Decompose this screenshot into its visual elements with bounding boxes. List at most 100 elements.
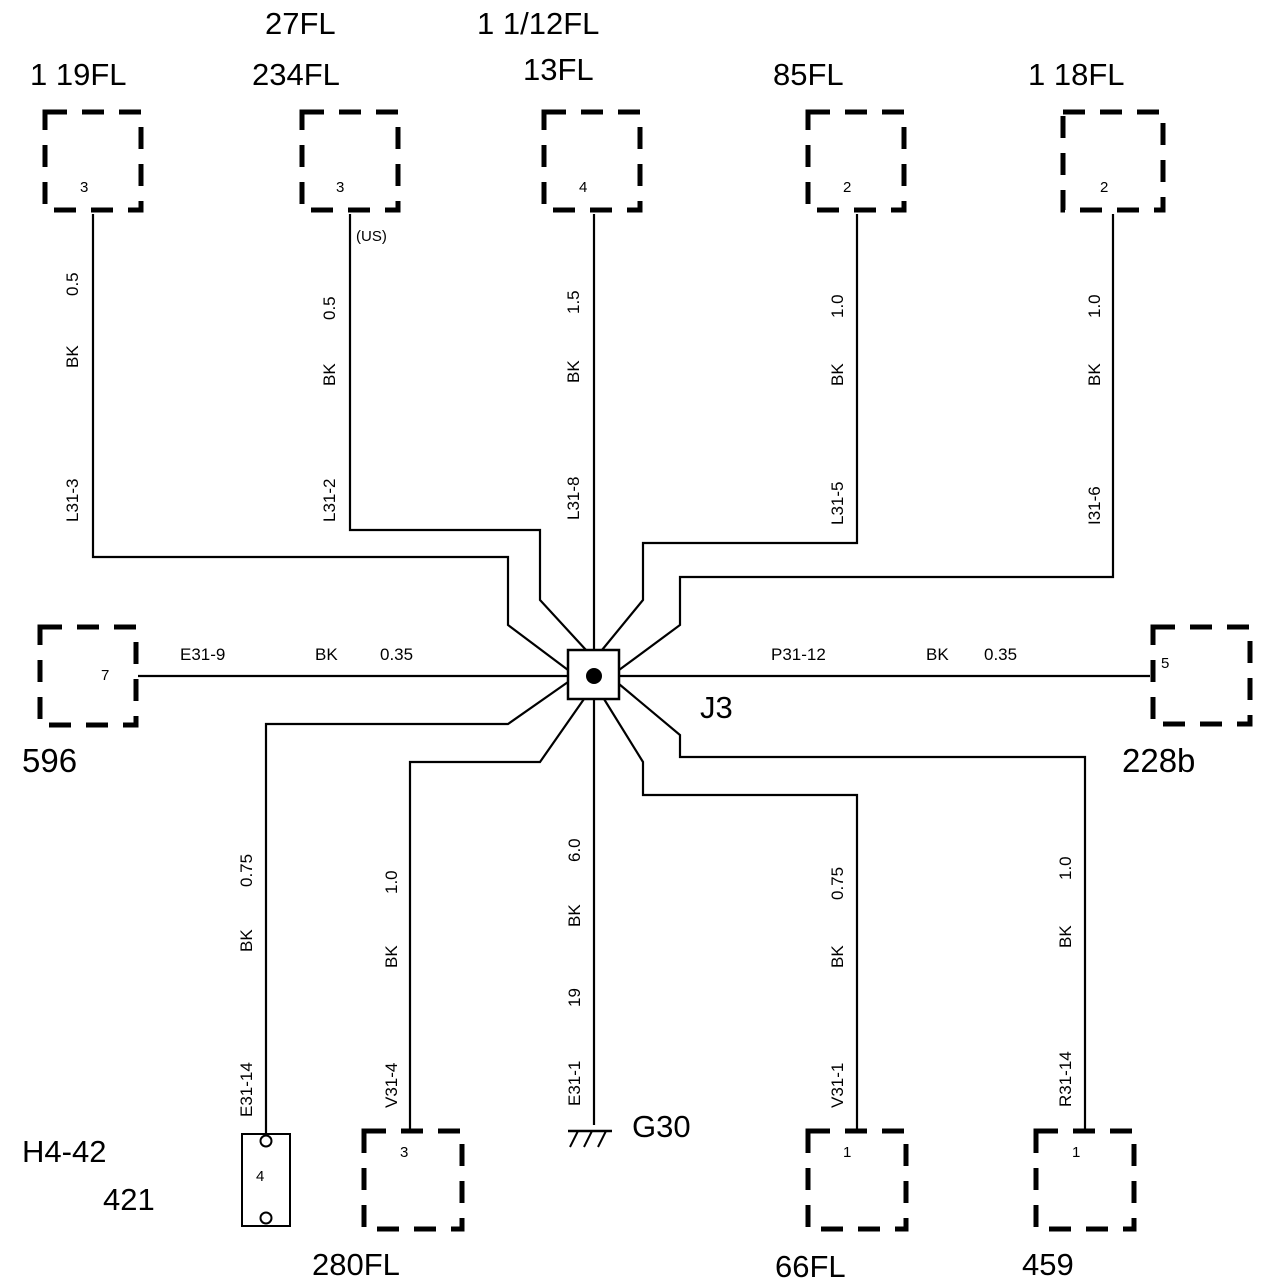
wire-size: 0.75 (828, 867, 847, 900)
wire-color: BK (828, 363, 847, 386)
connector-label: 280FL (312, 1247, 400, 1282)
wire-size: 1.0 (1056, 856, 1075, 880)
wire-color: BK (1085, 363, 1104, 386)
connector-label: 596 (22, 742, 77, 779)
wire-size: 6.0 (565, 838, 584, 862)
connector-label: 234FL (252, 57, 340, 92)
ground-label: G30 (632, 1109, 691, 1144)
connector-1-18fl[interactable]: 1 18FL 2 (1028, 57, 1166, 213)
wire-label-v31-4: 1.0 BK V31-4 (382, 870, 401, 1108)
wire-color: BK (63, 345, 82, 368)
pin-number: 4 (579, 179, 587, 196)
wire-size: 1.0 (828, 294, 847, 318)
wire-size: 0.5 (63, 272, 82, 296)
connector-label: 228b (1122, 742, 1195, 779)
wire-circuit: V31-4 (382, 1063, 401, 1108)
wire-label-e31-1: 6.0 BK 19 E31-1 (565, 838, 584, 1106)
connector-228b[interactable]: 5 228b (1122, 624, 1253, 779)
connector-234fl[interactable]: 27FL 234FL 3 (US) (252, 6, 401, 245)
connector-label: 421 (103, 1182, 155, 1217)
wire-circuit: R31-14 (1056, 1051, 1075, 1107)
wire-color: BK (237, 929, 256, 952)
wire-color: BK (565, 904, 584, 927)
wire-circuit: L31-3 (63, 479, 82, 522)
wire-l31-5 (601, 214, 859, 651)
wire-color: BK (564, 360, 583, 383)
wire-label-l31-3: 0.5 BK L31-3 (63, 272, 82, 522)
wire-i31-6 (618, 214, 1115, 671)
wire-circuit: L31-8 (564, 477, 583, 520)
wire-size: 1.0 (382, 870, 401, 894)
wire-label-i31-6: 1.0 BK I31-6 (1085, 294, 1104, 525)
wire-r31-14 (618, 683, 1087, 1130)
junction-j3: J3 (566, 648, 733, 725)
wire-circuit: E31-14 (237, 1062, 256, 1117)
pin-number: 3 (336, 179, 344, 196)
wire-size: 0.5 (320, 296, 339, 320)
wire-extra: 19 (565, 988, 584, 1007)
wire-circuit: I31-6 (1085, 486, 1104, 525)
wire-circuit: P31-12 (771, 645, 826, 664)
wire-color: BK (382, 945, 401, 968)
wire-label-v31-1: 0.75 BK V31-1 (828, 867, 847, 1108)
connector-label: 1 19FL (30, 57, 127, 92)
wire-color: BK (828, 945, 847, 968)
connector-13fl[interactable]: 1 1/12FL 13FL 4 (477, 6, 643, 213)
wire-color: BK (315, 645, 338, 664)
pin-number: 7 (101, 667, 109, 684)
wire-circuit: E31-9 (180, 645, 225, 664)
wire-e31-14 (264, 681, 569, 1135)
pin-number: 3 (400, 1144, 408, 1161)
wire-label-e31-14: 0.75 BK E31-14 (237, 854, 256, 1117)
connector-596[interactable]: 7 596 (22, 624, 139, 779)
pin-number: 3 (80, 179, 88, 196)
pin-number: 4 (256, 1168, 264, 1185)
pin-number: 1 (1072, 1144, 1080, 1161)
wire-circuit: V31-1 (828, 1063, 847, 1108)
pin-number: 2 (1100, 179, 1108, 196)
wire-size: 1.5 (564, 290, 583, 314)
connector-421[interactable]: H4-42 421 4 (22, 1133, 291, 1227)
pin-number: 5 (1161, 655, 1169, 672)
connector-label: 1 18FL (1028, 57, 1125, 92)
connector-location: H4-42 (22, 1134, 106, 1169)
wire-size: 0.35 (380, 645, 413, 664)
wire-circuit: L31-5 (828, 482, 847, 525)
connector-459[interactable]: 1 459 (1022, 1128, 1137, 1282)
wire-l31-2 (348, 214, 587, 651)
wire-size: 1.0 (1085, 294, 1104, 318)
pin-number: 2 (843, 179, 851, 196)
connector-label: 66FL (775, 1249, 846, 1284)
wire-size: 0.35 (984, 645, 1017, 664)
wire-label-p31-12: P31-12 BK 0.35 (771, 645, 1017, 664)
wire-label-l31-8: 1.5 BK L31-8 (564, 290, 583, 520)
connector-1-19fl[interactable]: 1 19FL 3 (30, 57, 144, 213)
wire-label-l31-2: 0.5 BK L31-2 (320, 296, 339, 522)
junction-label: J3 (700, 690, 733, 725)
wire-color: BK (926, 645, 949, 664)
connector-85fl[interactable]: 85FL 2 (773, 57, 907, 213)
connector-label: 13FL (523, 52, 594, 87)
wires (91, 214, 1150, 1135)
pin-number: 1 (843, 1144, 851, 1161)
variant-note: (US) (356, 228, 387, 245)
connector-label: 85FL (773, 57, 844, 92)
wire-circuit: L31-2 (320, 479, 339, 522)
wire-label-l31-5: 1.0 BK L31-5 (828, 294, 847, 525)
wire-l31-3 (91, 214, 569, 671)
wire-circuit: E31-1 (565, 1061, 584, 1106)
wire-v31-1 (603, 698, 859, 1130)
connector-280fl[interactable]: 3 280FL (312, 1128, 465, 1282)
wire-v31-4 (408, 698, 585, 1130)
connector-label: 459 (1022, 1247, 1074, 1282)
wire-color: BK (1056, 925, 1075, 948)
connector-label-alt: 27FL (265, 6, 336, 41)
ground-g30: G30 (568, 1109, 691, 1148)
wire-color: BK (320, 363, 339, 386)
wire-size: 0.75 (237, 854, 256, 887)
connector-66fl[interactable]: 1 66FL (775, 1128, 909, 1284)
wire-label-e31-9: E31-9 BK 0.35 (180, 645, 413, 664)
connector-label-alt: 1 1/12FL (477, 6, 599, 41)
wire-label-r31-14: 1.0 BK R31-14 (1056, 856, 1075, 1107)
